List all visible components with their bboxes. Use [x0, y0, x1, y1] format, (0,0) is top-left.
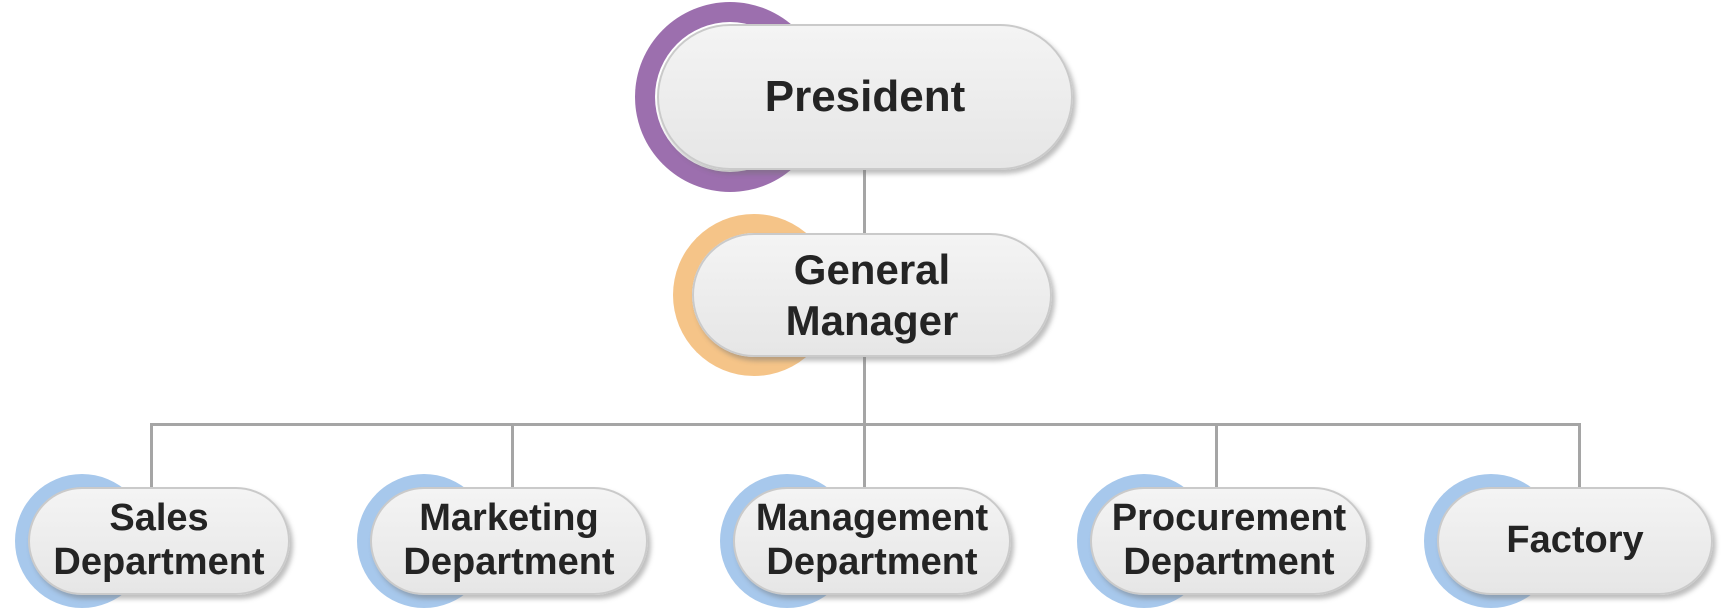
procurement-pill: Procurement Department: [1090, 487, 1368, 595]
factory-label: Factory: [1506, 519, 1644, 562]
management-label: Management Department: [755, 497, 989, 583]
edge-horizontal-rail: [150, 423, 1581, 426]
edge-drop-marketing: [511, 424, 514, 488]
edge-drop-factory: [1578, 424, 1581, 491]
president-label: President: [764, 71, 966, 121]
factory-pill: Factory: [1437, 487, 1713, 595]
edge-president-to-gm: [863, 169, 866, 235]
general-manager-pill: General Manager: [692, 233, 1052, 357]
edge-drop-procurement: [1215, 424, 1218, 488]
general-manager-label: General Manager: [785, 245, 959, 344]
procurement-label: Procurement Department: [1111, 497, 1347, 583]
marketing-pill: Marketing Department: [370, 487, 648, 595]
edge-drop-sales: [150, 424, 153, 488]
edge-gm-trunk: [863, 355, 866, 489]
president-pill: President: [657, 24, 1073, 170]
sales-pill: Sales Department: [28, 487, 290, 595]
management-pill: Management Department: [733, 487, 1011, 595]
marketing-label: Marketing Department: [403, 497, 615, 583]
sales-label: Sales Department: [53, 497, 265, 583]
